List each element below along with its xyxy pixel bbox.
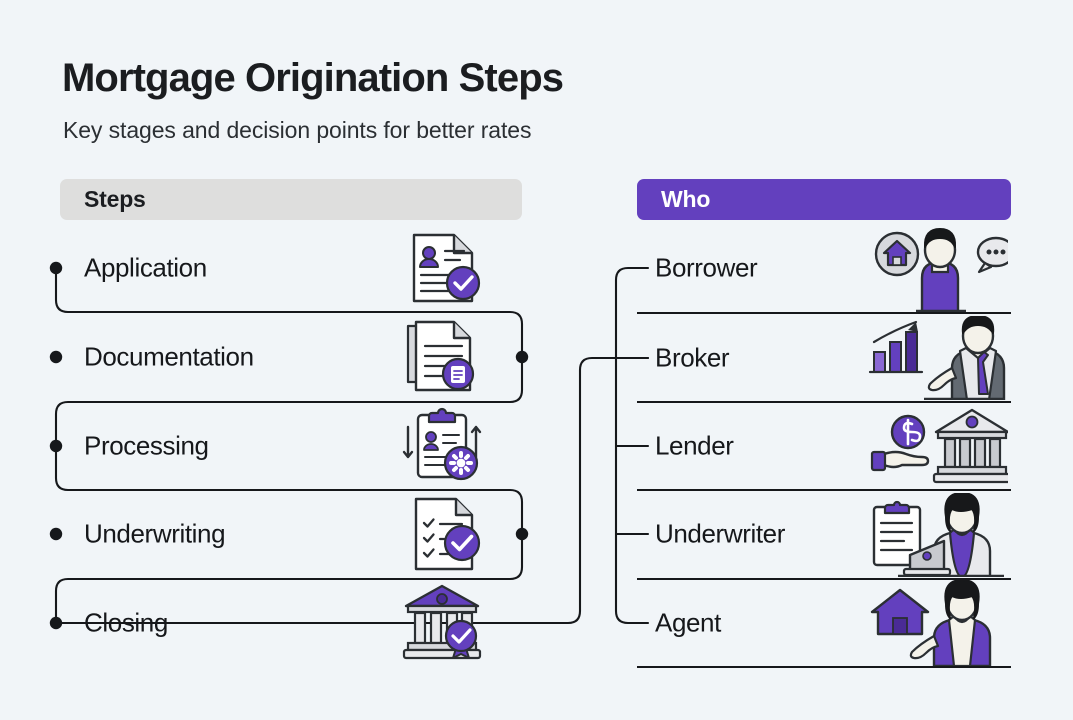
clipboard-gear-icon [402,407,482,481]
column-header-steps: Steps [60,179,522,220]
step-row-label-closing[interactable]: Closing [84,607,168,638]
who-row-label-agent[interactable]: Agent [655,607,721,638]
page-subtitle: Key stages and decision points for bette… [63,117,532,143]
who-row-label-broker[interactable]: Broker [655,342,730,373]
step-row-label-underwriting[interactable]: Underwriting [84,518,226,549]
column-header-who: Who [637,179,1011,220]
who-row-divider [637,489,1011,491]
who-bracket-spine [614,266,650,625]
who-row-label-underwriter[interactable]: Underwriter [655,518,785,549]
who-row-label-lender[interactable]: Lender [655,430,734,461]
who-row-divider [637,312,1011,314]
businessman-chart-icon [868,316,1006,400]
bank-award-icon [402,584,482,660]
step-row-label-documentation[interactable]: Documentation [84,341,254,372]
woman-laptop-clipboard-icon [872,493,1004,577]
document-person-check-icon [412,233,481,303]
step-row-label-processing[interactable]: Processing [84,430,209,461]
step-row-label-application[interactable]: Application [84,252,207,283]
who-row-divider [637,401,1011,403]
who-row-divider [637,578,1011,580]
checklist-approved-icon [414,497,481,571]
person-house-speech-icon [874,228,1008,312]
page-title: Mortgage Origination Steps [62,56,564,100]
hand-coin-bank-icon [870,408,1008,484]
who-row-label-borrower[interactable]: Borrower [655,252,758,283]
who-row-divider [637,666,1011,668]
document-file-icon [406,320,475,392]
woman-house-icon [870,580,992,666]
